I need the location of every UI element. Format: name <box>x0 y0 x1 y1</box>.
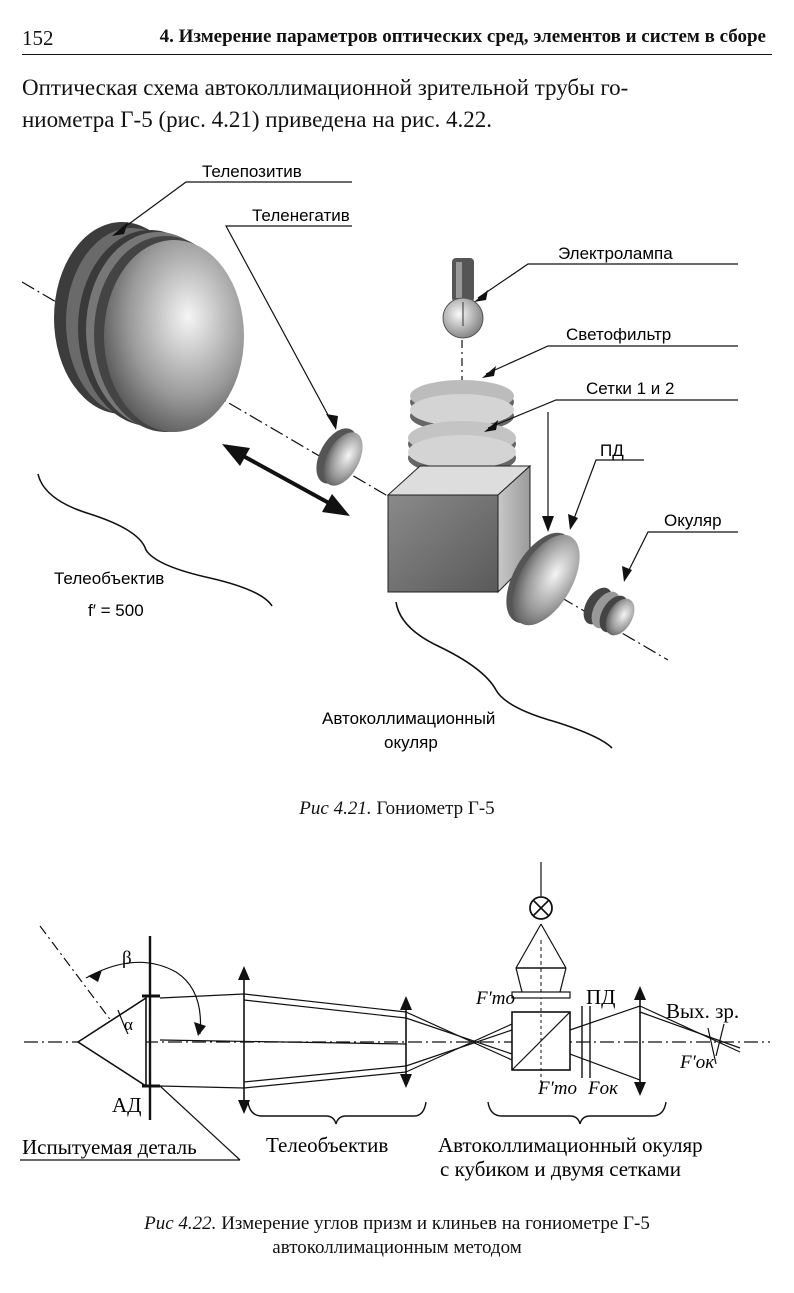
figure-optical-scheme: β α АД F′то ПД Вых. зр. F′ок F′то Fок Ис… <box>20 862 770 1181</box>
label-autocoll-2: окуляр <box>384 733 438 752</box>
label-autocoll-1: Автоколлимационный <box>322 709 495 728</box>
beam-splitter-cube <box>386 464 532 594</box>
lamp-icon <box>442 258 484 339</box>
label-exit-pupil: Вых. зр. <box>666 999 739 1023</box>
label-beta: β <box>122 948 132 969</box>
caption-number: Рис 4.21. <box>299 798 372 819</box>
label-f-to-bottom: F′то <box>537 1078 577 1099</box>
label-test-part: Испытуемая деталь <box>22 1135 197 1159</box>
label-pd-fig2: ПД <box>586 985 616 1009</box>
pd-disc <box>506 532 580 626</box>
label-ad: АД <box>112 1093 142 1117</box>
caption-text: Гониометр Г-5 <box>371 798 495 819</box>
ocular-lens <box>583 587 635 636</box>
label-filter: Светофильтр <box>566 325 671 344</box>
telenegativ-lens <box>316 428 363 486</box>
page-header: 152 4. Измерение параметров оптических с… <box>22 24 772 55</box>
figure-4-21-caption: Рис 4.21. Гониометр Г-5 <box>0 798 794 820</box>
movement-double-arrow <box>222 444 350 516</box>
label-f-to-top: F′то <box>475 988 515 1009</box>
autocoll-brace <box>395 601 613 749</box>
label-alpha: α <box>124 1015 133 1034</box>
figure-goniometer-3d: Телепозитив Теленегатив Электролампа Све… <box>21 162 738 752</box>
page-number: 152 <box>22 26 54 50</box>
label-telenegativ: Теленегатив <box>252 206 350 225</box>
label-lamp: Электролампа <box>558 244 673 263</box>
telepozitiv-lens <box>54 222 244 432</box>
label-teleobjective: Телеобъектив <box>54 569 164 588</box>
intro-line-2: ниометра Г-5 (рис. 4.21) приведена на ри… <box>22 107 492 132</box>
label-telepozitiv: Телепозитив <box>202 162 302 181</box>
label-autocoll-fig2-1: Автоколлимационный окуляр <box>438 1133 703 1157</box>
label-grids: Сетки 1 и 2 <box>586 379 674 398</box>
caption-number-2: Рис 4.22. <box>144 1213 217 1234</box>
caption-text-2b: автоколлимационным методом <box>272 1237 522 1258</box>
intro-line-1: Оптическая схема автоколлимационной зрит… <box>22 75 629 100</box>
label-ocular: Окуляр <box>664 511 722 530</box>
label-teleobjective-fig2: Телеобъектив <box>266 1133 388 1157</box>
label-autocoll-fig2-2: с кубиком и двумя сетками <box>440 1157 681 1181</box>
figure-4-22-caption: Рис 4.22. Измерение углов призм и клинье… <box>0 1212 794 1260</box>
label-pd: ПД <box>600 441 624 460</box>
teleobjective-brace <box>37 473 273 607</box>
caption-text-2a: Измерение углов призм и клиньев на гонио… <box>216 1213 650 1234</box>
chapter-title: 4. Измерение параметров оптических сред,… <box>159 26 766 47</box>
label-focal: f′ = 500 <box>88 601 144 620</box>
label-f-ok: Fок <box>587 1078 619 1099</box>
label-f-ok-prime: F′ок <box>679 1052 715 1073</box>
